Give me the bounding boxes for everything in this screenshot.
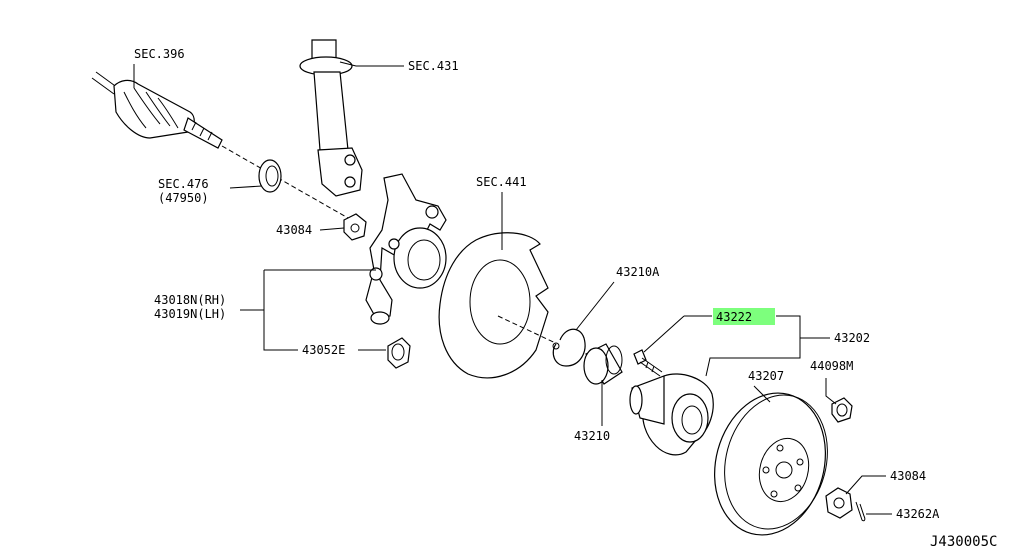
label-43207: 43207 — [748, 369, 784, 383]
plug — [831, 397, 853, 423]
dust-shield — [438, 232, 597, 379]
bushing — [387, 337, 411, 369]
snap-ring — [552, 328, 586, 367]
wheel-bearing — [583, 343, 623, 385]
hub-bolt — [633, 349, 663, 377]
label-44098m: 44098M — [810, 359, 853, 373]
label-43202: 43202 — [834, 331, 870, 345]
label-sec441: SEC.441 — [476, 175, 527, 189]
brake-rotor — [714, 392, 828, 536]
label-43084-bottom: 43084 — [890, 469, 926, 483]
label-sec431: SEC.431 — [408, 59, 459, 73]
cotter-pin — [855, 501, 866, 522]
drive-shaft — [91, 71, 356, 223]
strut — [299, 39, 363, 197]
label-43262a: 43262A — [896, 507, 940, 521]
diagram-code: J430005C — [930, 534, 997, 550]
leader-lines — [133, 61, 892, 515]
label-sec476: SEC.476 — [158, 177, 209, 191]
seal-ring — [258, 159, 282, 193]
wheel-hub — [629, 373, 714, 456]
nut-bottom — [825, 487, 853, 519]
label-43052e: 43052E — [302, 343, 345, 357]
nut-top — [343, 213, 367, 241]
label-43084-top: 43084 — [276, 223, 312, 237]
label-43210: 43210 — [574, 429, 610, 443]
label-43222: 43222 — [716, 310, 752, 324]
highlight-43222 — [713, 308, 775, 325]
label-sec476-sub: (47950) — [158, 191, 209, 205]
label-43019n: 43019N(LH) — [154, 307, 226, 321]
label-43210a: 43210A — [616, 265, 660, 279]
label-sec396: SEC.396 — [134, 47, 185, 61]
steering-knuckle — [365, 173, 447, 325]
label-43018n: 43018N(RH) — [154, 293, 226, 307]
